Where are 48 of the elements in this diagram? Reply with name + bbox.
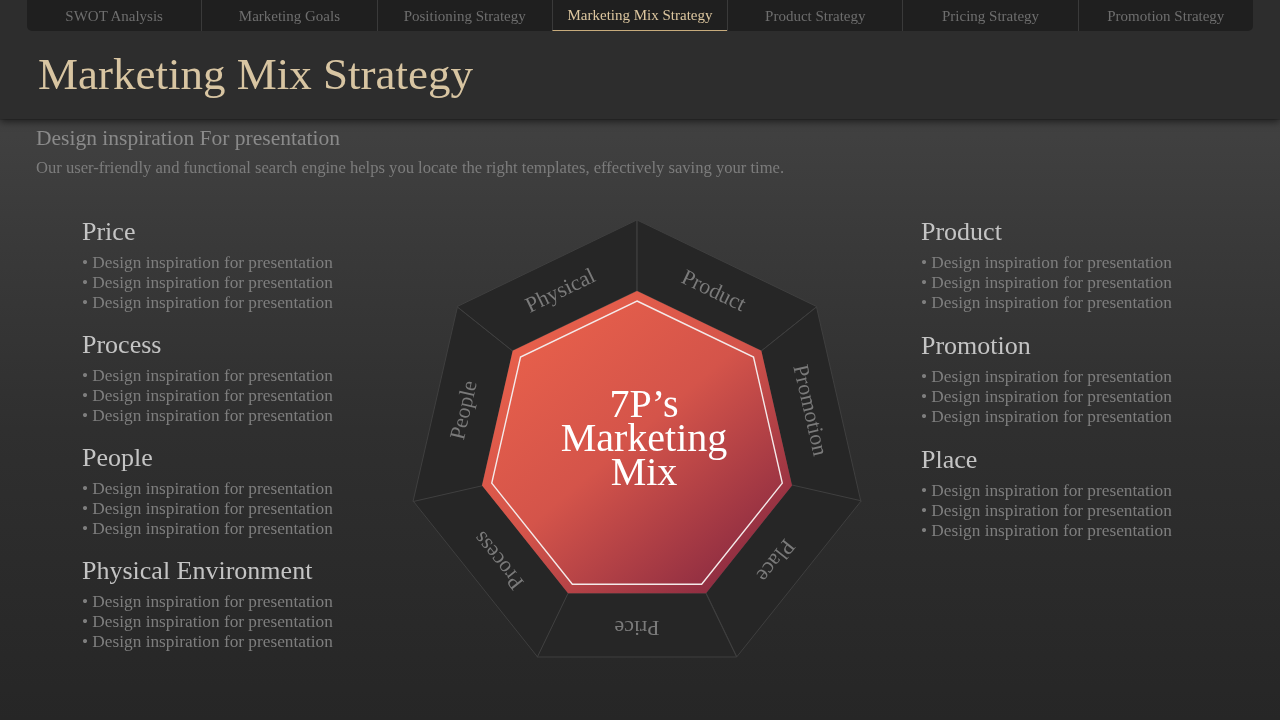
nav-tab: Pricing Strategy	[902, 0, 1078, 31]
segment-label: Price	[614, 615, 660, 641]
nav-tab: Promotion Strategy	[1077, 0, 1253, 31]
bullet-item: • Design inspiration for presentation	[82, 519, 333, 539]
wheel-segment	[456, 219, 638, 352]
bullet-item: • Design inspiration for presentation	[921, 481, 1172, 501]
bullet-item: • Design inspiration for presentation	[921, 501, 1172, 521]
wheel-segment	[411, 484, 569, 659]
bullet-item: • Design inspiration for presentation	[82, 406, 333, 426]
bullet-item: • Design inspiration for presentation	[82, 592, 333, 612]
nav-tab: Positioning Strategy	[376, 0, 552, 31]
bullet-item: • Design inspiration for presentation	[82, 612, 333, 632]
bullet-item: • Design inspiration for presentation	[82, 366, 333, 386]
wheel-segment	[705, 484, 863, 659]
bullet-item: • Design inspiration for presentation	[82, 499, 333, 519]
nav-tab: Marketing Mix Strategy	[551, 0, 728, 31]
subtitle: Design inspiration For presentation	[36, 126, 340, 150]
bullet-item: • Design inspiration for presentation	[82, 632, 333, 652]
bullet-item: • Design inspiration for presentation	[921, 367, 1172, 387]
nav-tab: Product Strategy	[727, 0, 903, 31]
nav-tab: SWOT Analysis	[27, 0, 202, 31]
section-heading: Physical Environment	[82, 557, 313, 585]
bullet-item: • Design inspiration for presentation	[82, 253, 333, 273]
nav-tab: Marketing Goals	[201, 0, 377, 31]
bullet-item: • Design inspiration for presentation	[921, 253, 1172, 273]
section-heading: People	[82, 444, 153, 472]
bullet-item: • Design inspiration for presentation	[921, 387, 1172, 407]
page-title: Marketing Mix Strategy	[38, 48, 473, 100]
bullet-item: • Design inspiration for presentation	[82, 293, 333, 313]
section-heading: Product	[921, 218, 1002, 246]
section-heading: Place	[921, 446, 978, 474]
bullet-item: • Design inspiration for presentation	[921, 407, 1172, 427]
section-heading: Price	[82, 218, 136, 246]
wheel-segment	[760, 305, 863, 503]
wheel-segment	[536, 592, 738, 659]
segment-label: People	[444, 378, 483, 443]
bullet-item: • Design inspiration for presentation	[82, 386, 333, 406]
bullet-item: • Design inspiration for presentation	[82, 479, 333, 499]
bullet-item: • Design inspiration for presentation	[921, 521, 1172, 541]
bullet-item: • Design inspiration for presentation	[921, 273, 1172, 293]
bullet-item: • Design inspiration for presentation	[921, 293, 1172, 313]
description-text: Our user-friendly and functional search engine helps you locate the right templates, effectively saving your time.	[36, 157, 785, 179]
section-heading: Promotion	[921, 332, 1031, 360]
wheel-segment	[636, 219, 818, 352]
section-heading: Process	[82, 331, 162, 359]
segment-label: Promotion	[788, 362, 834, 459]
bullet-item: • Design inspiration for presentation	[82, 273, 333, 293]
center-title: 7P’s Marketing Mix	[559, 387, 729, 489]
